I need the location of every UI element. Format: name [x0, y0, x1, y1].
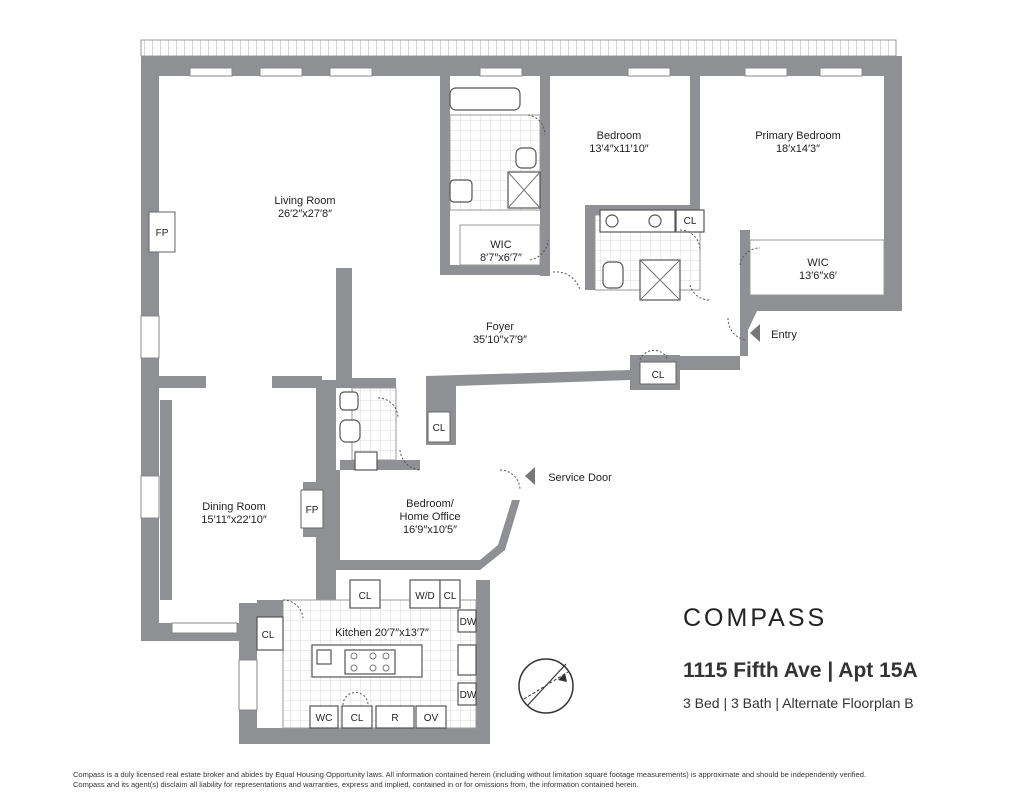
dishwasher-1-label: DW: [460, 617, 477, 628]
wic-1-shelves: [459, 224, 541, 266]
closet-kitchen-bottom-label: CL: [351, 713, 364, 724]
oven-label: OV: [424, 713, 439, 724]
dining-room-name: Dining Room: [202, 501, 266, 513]
refrigerator-label: R: [391, 713, 398, 724]
foyer-dims: 35′10″x7′9″: [473, 334, 527, 346]
kitchen: [256, 579, 477, 729]
living-room-dims: 26′2″x27′8″: [278, 208, 332, 220]
fireplace-dining-label: FP: [306, 505, 319, 516]
wic-2-name: WIC: [807, 257, 828, 269]
wic-1-dims: 8′7″x6′7″: [480, 252, 522, 264]
office-dims: 16′9″x10′5″: [403, 524, 457, 536]
fireplace-living: [148, 211, 176, 253]
compass-logo: COMPASS: [683, 604, 828, 632]
office-name-line2: Home Office: [400, 511, 461, 523]
dining-room-dims: 15′11″x22′10″: [201, 514, 267, 526]
closet-bath2-label: CL: [684, 216, 697, 227]
primary-bedroom-dims: 18′x14′3″: [776, 143, 820, 155]
wic-1-name: WIC: [490, 239, 511, 251]
closet-kitchen-top2-label: CL: [444, 591, 457, 602]
compass-rose-icon: [518, 658, 574, 714]
listing-address: 1115 Fifth Ave | Apt 15A: [683, 659, 918, 682]
powder-room: [339, 387, 397, 471]
closet-entry-label: CL: [652, 370, 665, 381]
fireplace-dining: [300, 489, 324, 529]
primary-bedroom-name: Primary Bedroom: [755, 130, 841, 142]
bedroom-dims: 13′4″x11′10″: [589, 143, 649, 155]
dishwasher-2-label: DW: [460, 690, 477, 701]
closet-entry: [639, 361, 677, 385]
windows: [140, 67, 863, 711]
disclaimer-line-2: Compass and its agent(s) disclaim all li…: [73, 780, 639, 789]
closet-kitchen-side-label: CL: [262, 630, 275, 641]
service-door-label: Service Door: [548, 472, 612, 484]
washer-dryer-label: W/D: [415, 591, 434, 602]
wic-2-shelves: [749, 239, 885, 296]
bathroom-1: [449, 87, 541, 211]
entry-arrow-icon: [750, 324, 760, 342]
disclaimer-line-1: Compass is a duly licensed real estate b…: [73, 770, 866, 779]
wc-label: WC: [316, 713, 333, 724]
doors: [282, 114, 761, 706]
bathroom-2: [594, 209, 705, 301]
disclaimer: Compass is a duly licensed real estate b…: [73, 770, 973, 790]
office-name-line1: Bedroom/: [406, 498, 455, 510]
wic-2-dims: 13′6″x6′: [799, 270, 837, 282]
foyer-name: Foyer: [486, 321, 514, 333]
closet-kitchen-top-label: CL: [359, 591, 372, 602]
terrace-railing: [140, 39, 897, 57]
bedroom-name: Bedroom: [597, 130, 642, 142]
living-room-name: Living Room: [274, 195, 335, 207]
entry-label: Entry: [771, 329, 797, 341]
service-door-arrow-icon: [525, 467, 535, 485]
fireplace-living-label: FP: [156, 228, 169, 239]
closet-foyer-label: CL: [433, 423, 446, 434]
kitchen-label: Kitchen 20′7″x13′7″: [335, 627, 429, 639]
closet-foyer: [427, 411, 451, 443]
listing-specs: 3 Bed | 3 Bath | Alternate Floorplan B: [683, 695, 914, 711]
